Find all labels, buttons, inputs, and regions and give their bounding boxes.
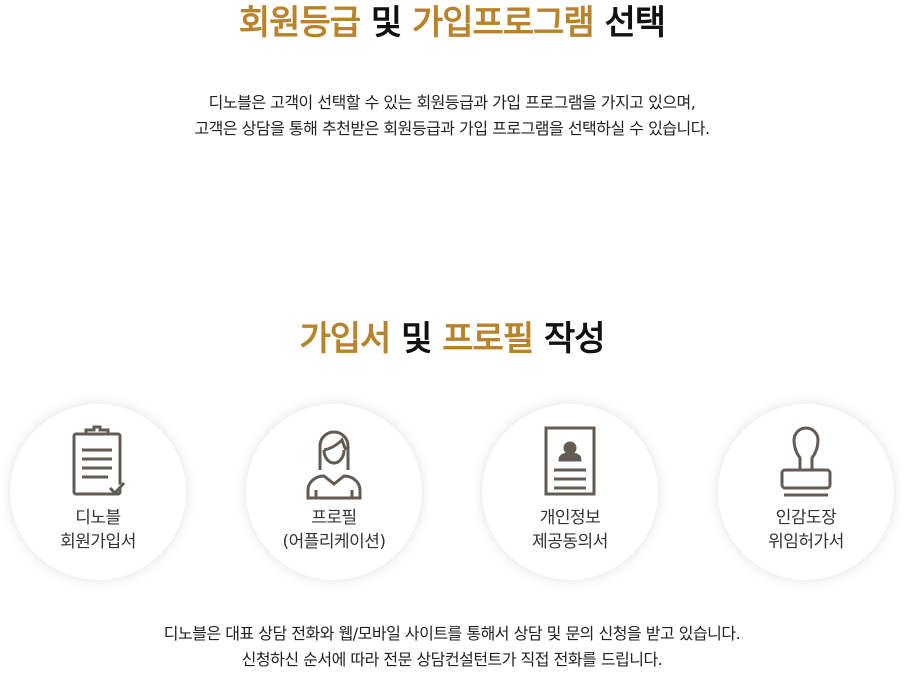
card-label: 프로필 [311,508,357,528]
document-card-privacy-consent: 개인정보 제공동의서 [482,404,658,580]
desc-line: 신청하신 순서에 따라 전문 상담컨설턴트가 직접 전화를 드립니다. [241,650,663,669]
section-description-membership: 디노블은 고객이 선택할 수 있는 회원등급과 가입 프로그램을 가지고 있으며… [0,90,904,142]
desc-line: 고객은 상담을 통해 추천받은 회원등급과 가입 프로그램을 선택하실 수 있습… [194,119,710,138]
card-label: 제공동의서 [532,532,608,552]
document-card-membership-form: 디노블 회원가입서 [10,404,186,580]
card-label: 개인정보 [539,508,601,528]
desc-line: 디노블은 대표 상담 전화와 웹/모바일 사이트를 통해서 상담 및 문의 신청… [163,624,741,643]
title-part: 선택 [593,3,667,43]
title-part: 및 [390,319,443,359]
title-part: 회원등급 [238,3,361,43]
card-label: 회원가입서 [60,532,136,552]
stamp-icon [780,426,832,497]
card-label: 인감도장 [775,508,837,528]
title-part: 가입프로그램 [412,3,595,43]
document-card-profile: 프로필 (어플리케이션) [246,404,422,580]
card-label: 디노블 [75,508,121,528]
section-title-membership: 회원등급 및 가입프로그램 선택 [0,0,904,46]
person-icon [306,430,362,500]
section-title-application: 가입서 및 프로필 작성 [0,316,904,362]
document-card-seal-authorization: 인감도장 위임허가서 [718,404,894,580]
section-description-application: 디노블은 대표 상담 전화와 웹/모바일 사이트를 통해서 상담 및 문의 신청… [0,621,904,673]
card-label: (어플리케이션) [282,532,386,552]
desc-line: 디노블은 고객이 선택할 수 있는 회원등급과 가입 프로그램을 가지고 있으며… [208,93,696,112]
title-part: 작성 [533,319,606,359]
id-document-icon [544,426,596,496]
clipboard-check-icon [72,425,126,496]
title-part: 프로필 [442,319,534,359]
title-part: 및 [360,3,412,43]
title-part: 가입서 [299,319,391,359]
card-label: 위임허가서 [768,532,844,552]
